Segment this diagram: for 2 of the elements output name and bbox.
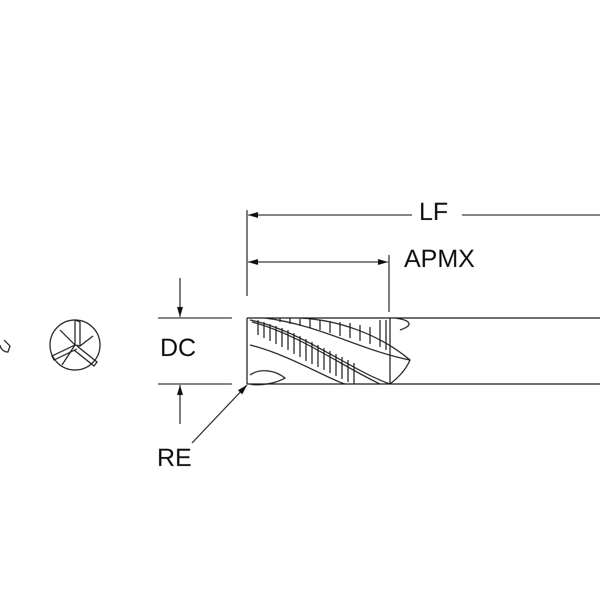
leader-line [192, 384, 248, 444]
end-mill-drawing [246, 317, 600, 386]
